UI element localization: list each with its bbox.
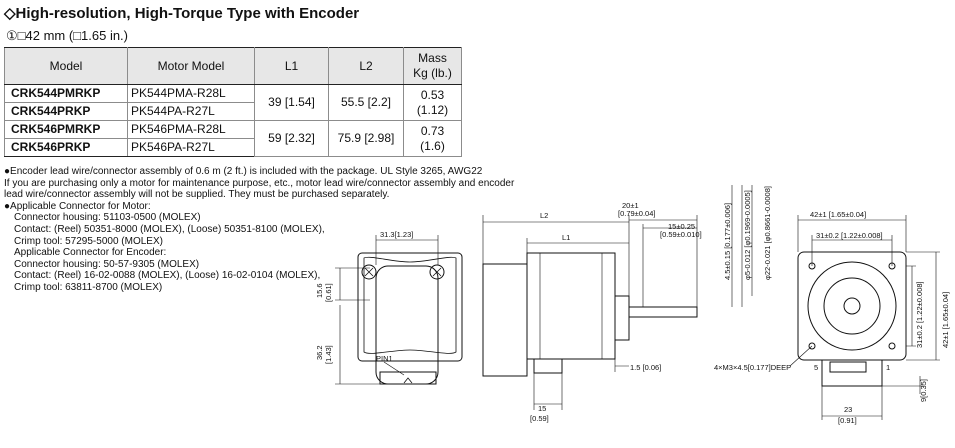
front-view	[797, 251, 907, 387]
dim-pilot-height: 1.5 [0.06]	[630, 363, 661, 372]
mass-cell: 0.73 (1.6)	[403, 120, 462, 157]
note-line: If you are purchasing only a motor for m…	[4, 177, 515, 189]
dim-connector-height: 9[0.35]	[919, 379, 928, 402]
dim-rear-h1-in: [0.61]	[324, 283, 333, 302]
model-cell: CRK544PMRKP	[4, 84, 128, 103]
dim-bolt-pitch-vertical: 31±0.2 [1.22±0.008]	[915, 281, 924, 348]
l2-cell: 75.9 [2.98]	[328, 120, 404, 157]
note-line: Crimp tool: 63811-8700 (MOLEX)	[14, 281, 163, 293]
note-line: ●Encoder lead wire/connector assembly of…	[4, 166, 483, 177]
col-l2: L2	[328, 47, 404, 85]
col-motor-model: Motor Model	[127, 47, 255, 85]
dim-connector-offset: 15	[538, 404, 546, 413]
note-line: Connector housing: 51103-0500 (MOLEX)	[14, 212, 201, 224]
dimension-drawing: 31.3[1.23] 15.6 [0.61] 36.2 [1.43] PIN1 …	[315, 185, 950, 425]
motor-model-cell: PK544PMA-R28L	[127, 84, 255, 103]
dim-l2: L2	[540, 211, 548, 220]
model-cell: CRK546PRKP	[4, 138, 128, 157]
notes-block: ●Encoder lead wire/connector assembly of…	[4, 166, 515, 294]
dim-flat-length-in: [0.59±0.010]	[660, 230, 702, 239]
l1-cell: 39 [1.54]	[254, 84, 329, 121]
dim-shaft-length: 20±1	[622, 201, 639, 210]
side-view	[482, 252, 698, 377]
col-l1: L1	[254, 47, 329, 85]
dim-shaft-length-in: [0.79±0.04]	[618, 209, 655, 218]
note-line: ●Applicable Connector for Motor:	[4, 200, 151, 212]
tap-note: 4×M3×4.5[0.177]DEEP	[714, 363, 791, 372]
note-line: Contact: (Reel) 50351-8000 (MOLEX), (Loo…	[14, 223, 325, 235]
dim-pilot-diameter: φ22-0.021 [φ0.8661-0.0008]	[763, 186, 772, 280]
l1-cell: 59 [2.32]	[254, 120, 329, 157]
model-cell: CRK544PRKP	[4, 102, 128, 121]
note-line: Applicable Connector for Encoder:	[14, 247, 167, 259]
mass-cell: 0.53 (1.12)	[403, 84, 462, 121]
note-line: Contact: (Reel) 16-02-0088 (MOLEX), (Loo…	[14, 270, 321, 282]
dim-flat-depth: 4.5±0.15 [0.177±0.006]	[723, 203, 732, 280]
dim-flange-vertical: 42±1 [1.65±0.04]	[941, 292, 950, 348]
dim-flat-length: 15±0.25	[668, 222, 695, 231]
table-row: CRK546PRKP PK546PA-R27L	[4, 138, 462, 157]
pin1-label: PIN1	[376, 354, 393, 363]
size-subheading: ①□42 mm (□1.65 in.)	[6, 28, 129, 43]
dim-connector-width-in: [0.91]	[838, 416, 857, 425]
dim-flange: 42±1 [1.65±0.04]	[810, 210, 866, 219]
motor-model-cell: PK546PMA-R28L	[127, 120, 255, 139]
note-line: lead wire/connector assembly will not be…	[4, 189, 390, 201]
l2-cell: 55.5 [2.2]	[328, 84, 404, 121]
table-header-row: Model Motor Model L1 L2 Mass Kg (lb.)	[4, 47, 462, 85]
section-heading: ◇High-resolution, High-Torque Type with …	[4, 5, 360, 22]
pin1-front-label: 1	[886, 363, 890, 372]
pin5-label: 5	[814, 363, 818, 372]
motor-model-cell: PK544PA-R27L	[127, 102, 255, 121]
spec-table: Model Motor Model L1 L2 Mass Kg (lb.) CR…	[4, 47, 462, 157]
model-cell: CRK546PMRKP	[4, 120, 128, 139]
dim-rear-h2: 36.2	[315, 345, 324, 360]
col-mass: Mass Kg (lb.)	[403, 47, 462, 85]
dim-bolt-pitch: 31±0.2 [1.22±0.008]	[816, 231, 883, 240]
dim-rear-h1: 15.6	[315, 283, 324, 298]
rear-view	[357, 252, 463, 385]
dim-shaft-diameter: φ5-0.012 [φ0.1969-0.0005]	[743, 190, 752, 280]
col-model: Model	[4, 47, 128, 85]
note-line: Connector housing: 50-57-9305 (MOLEX)	[14, 258, 200, 270]
dim-l1: L1	[562, 233, 570, 242]
note-line: Crimp tool: 57295-5000 (MOLEX)	[14, 235, 163, 247]
dim-connector-width: 23	[844, 405, 852, 414]
motor-model-cell: PK546PA-R27L	[127, 138, 255, 157]
dim-connector-offset-in: [0.59]	[530, 414, 549, 423]
dim-rear-width: 31.3[1.23]	[380, 230, 413, 239]
col-mass-line2: Kg (lb.)	[413, 66, 452, 80]
table-row: CRK546PMRKP PK546PMA-R28L 59 [2.32] 75.9…	[4, 120, 462, 157]
dim-rear-h2-in: [1.43]	[324, 345, 333, 364]
col-mass-line1: Mass	[418, 51, 447, 65]
table-row: CRK544PMRKP PK544PMA-R28L 39 [1.54] 55.5…	[4, 84, 462, 121]
